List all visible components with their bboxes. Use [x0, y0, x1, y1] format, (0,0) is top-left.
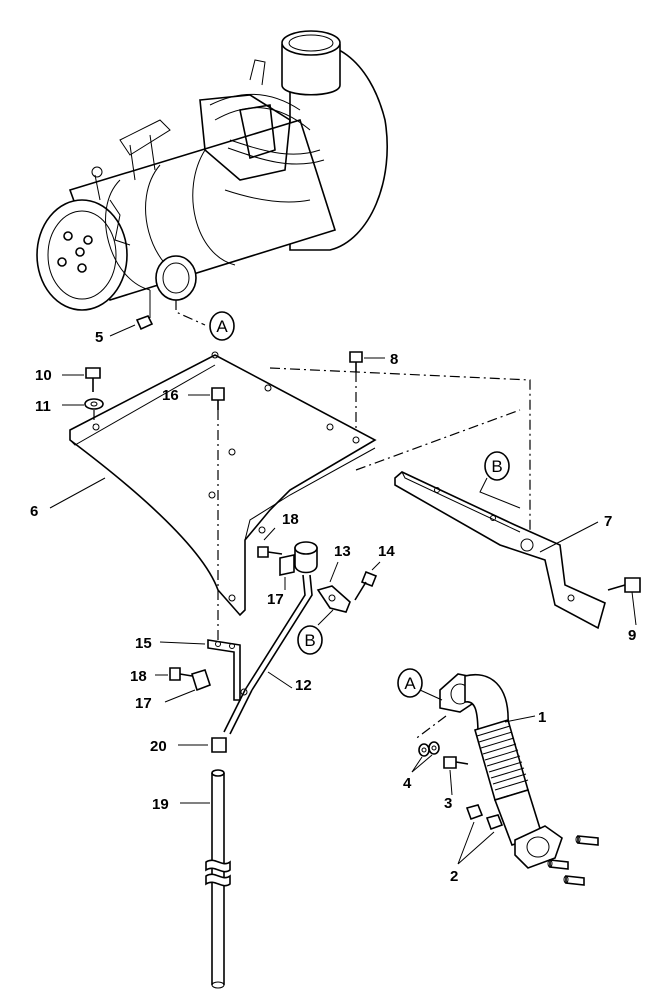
callout-8: 8 [390, 351, 398, 368]
part-8-bolt [349, 351, 363, 430]
part-7-bracket [394, 471, 606, 630]
part-10-bolt [85, 367, 101, 392]
ref-b-right-label: B [491, 457, 502, 476]
part-12-tube-cap [294, 541, 318, 574]
part-14-bolt [354, 570, 378, 601]
part-13-clip [316, 585, 351, 613]
callout-13: 13 [334, 543, 351, 560]
callout-17-upper: 17 [267, 591, 284, 608]
part-5-nut [109, 290, 154, 337]
ref-circle-b-right [484, 451, 510, 481]
callout-1: 1 [538, 709, 546, 726]
part-11-washer [84, 398, 104, 425]
part-17-clamp-upper [279, 554, 295, 576]
callout-9: 9 [628, 627, 636, 644]
part-9-bolt [607, 577, 641, 593]
callout-5: 5 [95, 329, 103, 346]
callout-10: 10 [35, 367, 52, 384]
part-20-nut [211, 737, 227, 753]
ref-a-top-label: A [216, 317, 228, 336]
part-1-exhaust-pipe [439, 673, 563, 869]
part-4-washers [418, 741, 440, 757]
ref-circle-a-top [209, 311, 235, 341]
part-19-tube [205, 769, 231, 989]
part-2-nuts [465, 804, 504, 831]
callout-3: 3 [444, 795, 452, 812]
part-15-bracket [207, 639, 241, 701]
ref-b-lower-label: B [304, 631, 315, 650]
callout-18-lower: 18 [130, 668, 147, 685]
ref-a-lower-label: A [404, 674, 416, 693]
callout-2: 2 [450, 868, 458, 885]
callout-19: 19 [152, 796, 169, 813]
part-18-bolt-lower [169, 667, 193, 681]
callout-7: 7 [604, 513, 612, 530]
part-16-bolt [211, 387, 225, 640]
callout-15: 15 [135, 635, 152, 652]
ref-circle-a-lower [397, 668, 423, 698]
callout-17-lower: 17 [135, 695, 152, 712]
flange-studs [547, 835, 599, 886]
callout-4: 4 [403, 775, 412, 792]
part-3-bolt [443, 756, 469, 769]
part-6-bracket-plate [69, 351, 377, 617]
callout-12: 12 [295, 677, 312, 694]
exhaust-filter-assembly [36, 30, 389, 311]
callout-20: 20 [150, 738, 167, 755]
callout-18-upper: 18 [282, 511, 299, 528]
part-18-bolt-upper [257, 546, 283, 558]
callout-11: 11 [35, 398, 51, 415]
callout-14: 14 [378, 543, 395, 560]
callout-16: 16 [162, 387, 179, 404]
callout-6: 6 [30, 503, 38, 520]
part-17-clamp-lower [190, 669, 212, 692]
ref-circle-b-lower [297, 625, 323, 655]
